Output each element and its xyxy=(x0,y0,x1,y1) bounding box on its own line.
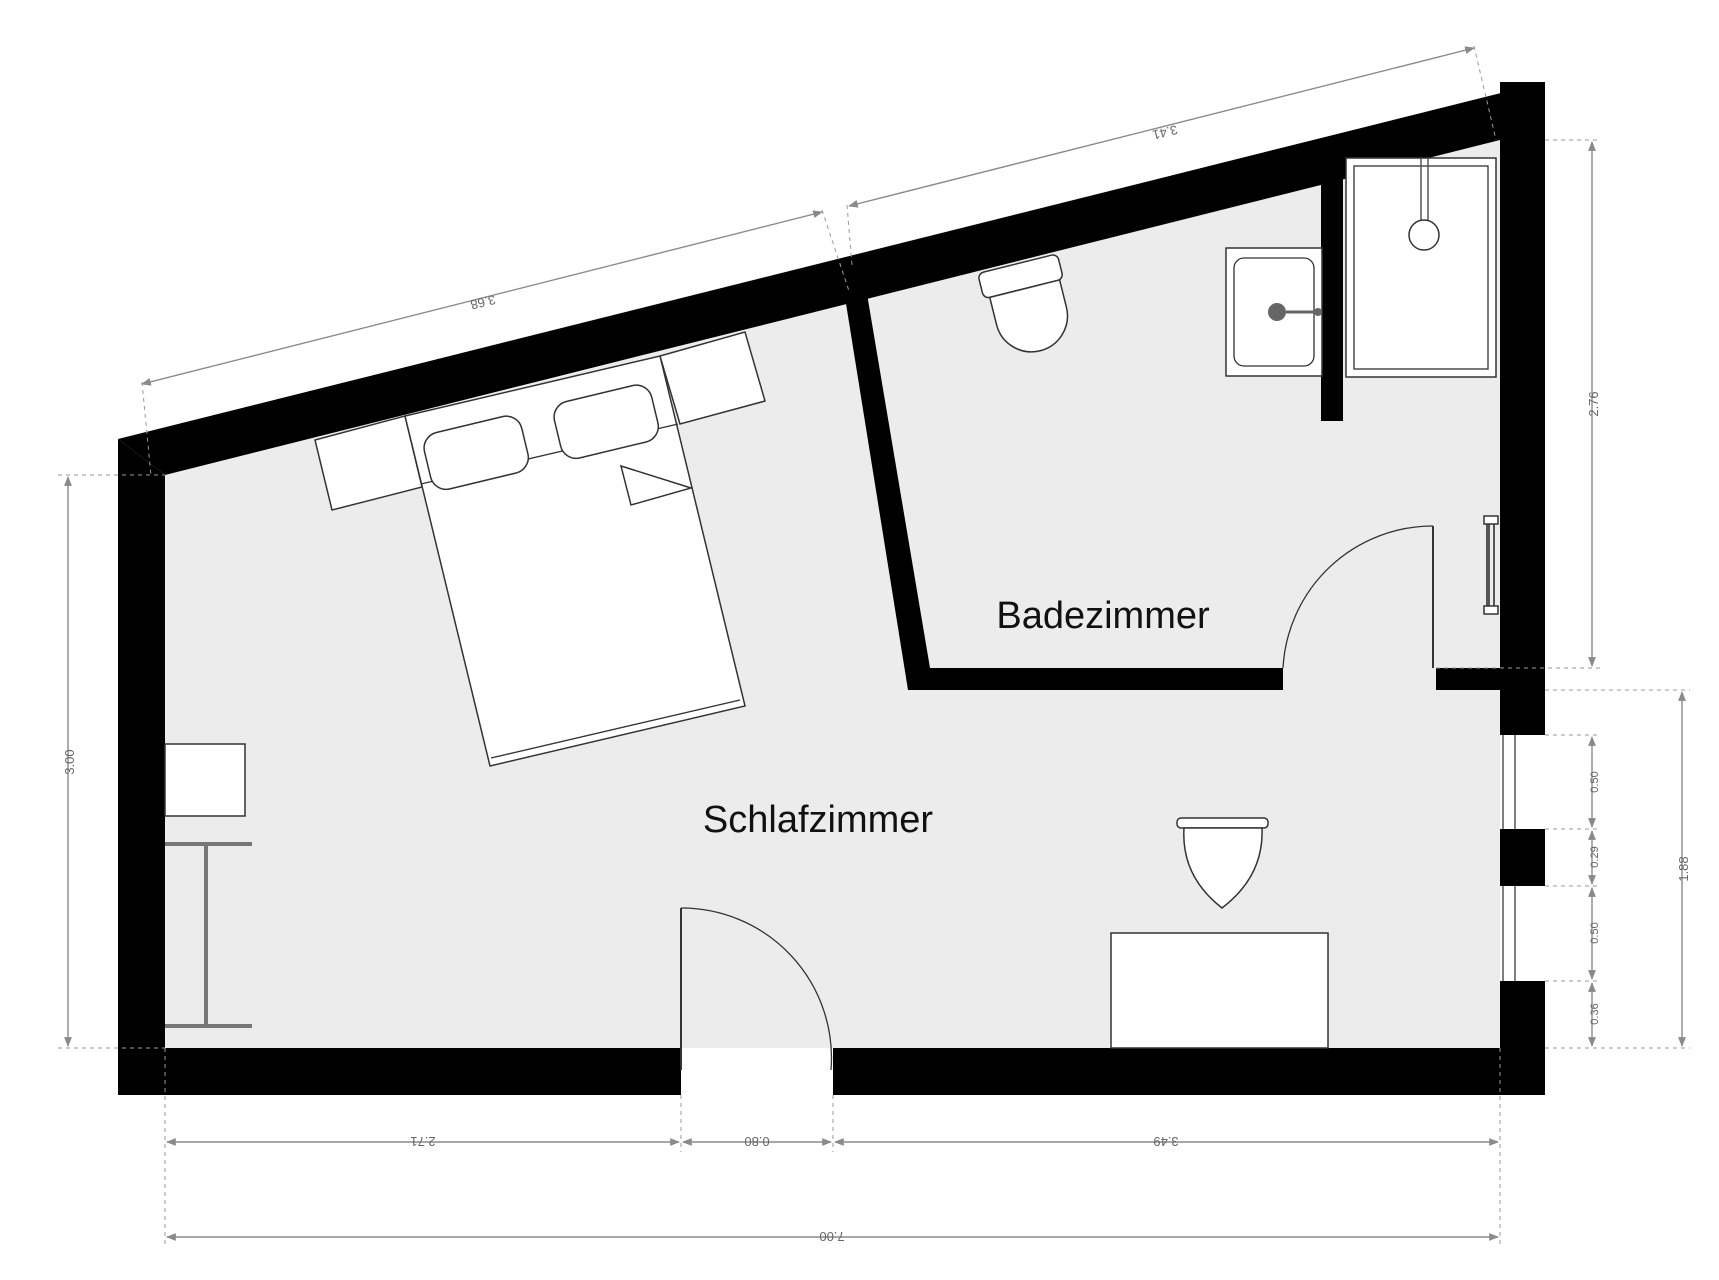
dimension-label-top-right: 3.41 xyxy=(1151,122,1179,143)
dimension-label-top-left: 3.68 xyxy=(469,292,497,313)
pillow-left xyxy=(423,415,530,491)
dimension-label-window-2: 0.50 xyxy=(1589,922,1601,943)
bathroom-door[interactable] xyxy=(1282,525,1434,669)
floor-area xyxy=(165,140,1500,1048)
dimension-label-right-total: 1.88 xyxy=(1676,856,1691,881)
dimension-bottom: 2.71 0.80 3.49 7.00 xyxy=(164,1048,1501,1245)
shower xyxy=(1345,157,1497,378)
side-table xyxy=(164,743,246,817)
dimension-label-pier: 0.29 xyxy=(1589,846,1601,867)
pillow-right xyxy=(553,384,660,460)
desk-chair xyxy=(1176,817,1269,909)
entrance-opening xyxy=(681,1048,833,1095)
dimension-right-segments: 0.50 0.29 0.50 0.36 1.88 xyxy=(1545,689,1691,1049)
dimension-label-bottom-left: 2.71 xyxy=(410,1134,435,1149)
window-lower xyxy=(1500,886,1545,981)
room-label-bathroom: Badezimmer xyxy=(996,595,1210,637)
dimension-top-left: 3.68 xyxy=(141,209,850,477)
shower-partition-wall xyxy=(1321,155,1343,421)
dimension-label-lower: 0.36 xyxy=(1589,1003,1601,1024)
bathroom-wall-bottom-right xyxy=(1436,668,1500,690)
toilet xyxy=(978,254,1069,353)
room-label-bedroom: Schlafzimmer xyxy=(703,799,933,841)
bedroom-door[interactable] xyxy=(680,907,833,1071)
bathroom-wall-bottom-left xyxy=(908,668,1283,690)
exterior-wall-left xyxy=(118,439,165,1095)
dimension-label-window-1: 0.50 xyxy=(1589,771,1601,792)
window-upper xyxy=(1500,735,1545,829)
dimension-label-bottom-right: 3.49 xyxy=(1153,1134,1178,1149)
shower-drain-icon xyxy=(1408,219,1440,251)
bed-blanket-fold xyxy=(619,464,694,506)
dimension-left: 3.00 xyxy=(58,474,165,1049)
washbasin xyxy=(1225,247,1323,377)
bathroom-wall-diagonal xyxy=(844,288,930,690)
dimension-top-right: 3.41 xyxy=(846,45,1497,266)
dimension-label-bottom-door: 0.80 xyxy=(744,1134,769,1149)
desk xyxy=(1110,932,1329,1049)
dimension-right-bathroom: 2.76 xyxy=(1436,139,1601,669)
dimension-label-right-bathroom: 2.76 xyxy=(1586,391,1601,416)
clothes-rack xyxy=(165,842,252,1028)
exterior-wall-bottom-left xyxy=(118,1048,681,1095)
exterior-wall-bottom-right xyxy=(833,1048,1545,1095)
dimension-label-left: 3.00 xyxy=(62,749,77,774)
dimension-label-bottom-total: 7.00 xyxy=(819,1229,844,1244)
double-bed xyxy=(404,355,746,767)
towel-rail xyxy=(1483,515,1499,615)
